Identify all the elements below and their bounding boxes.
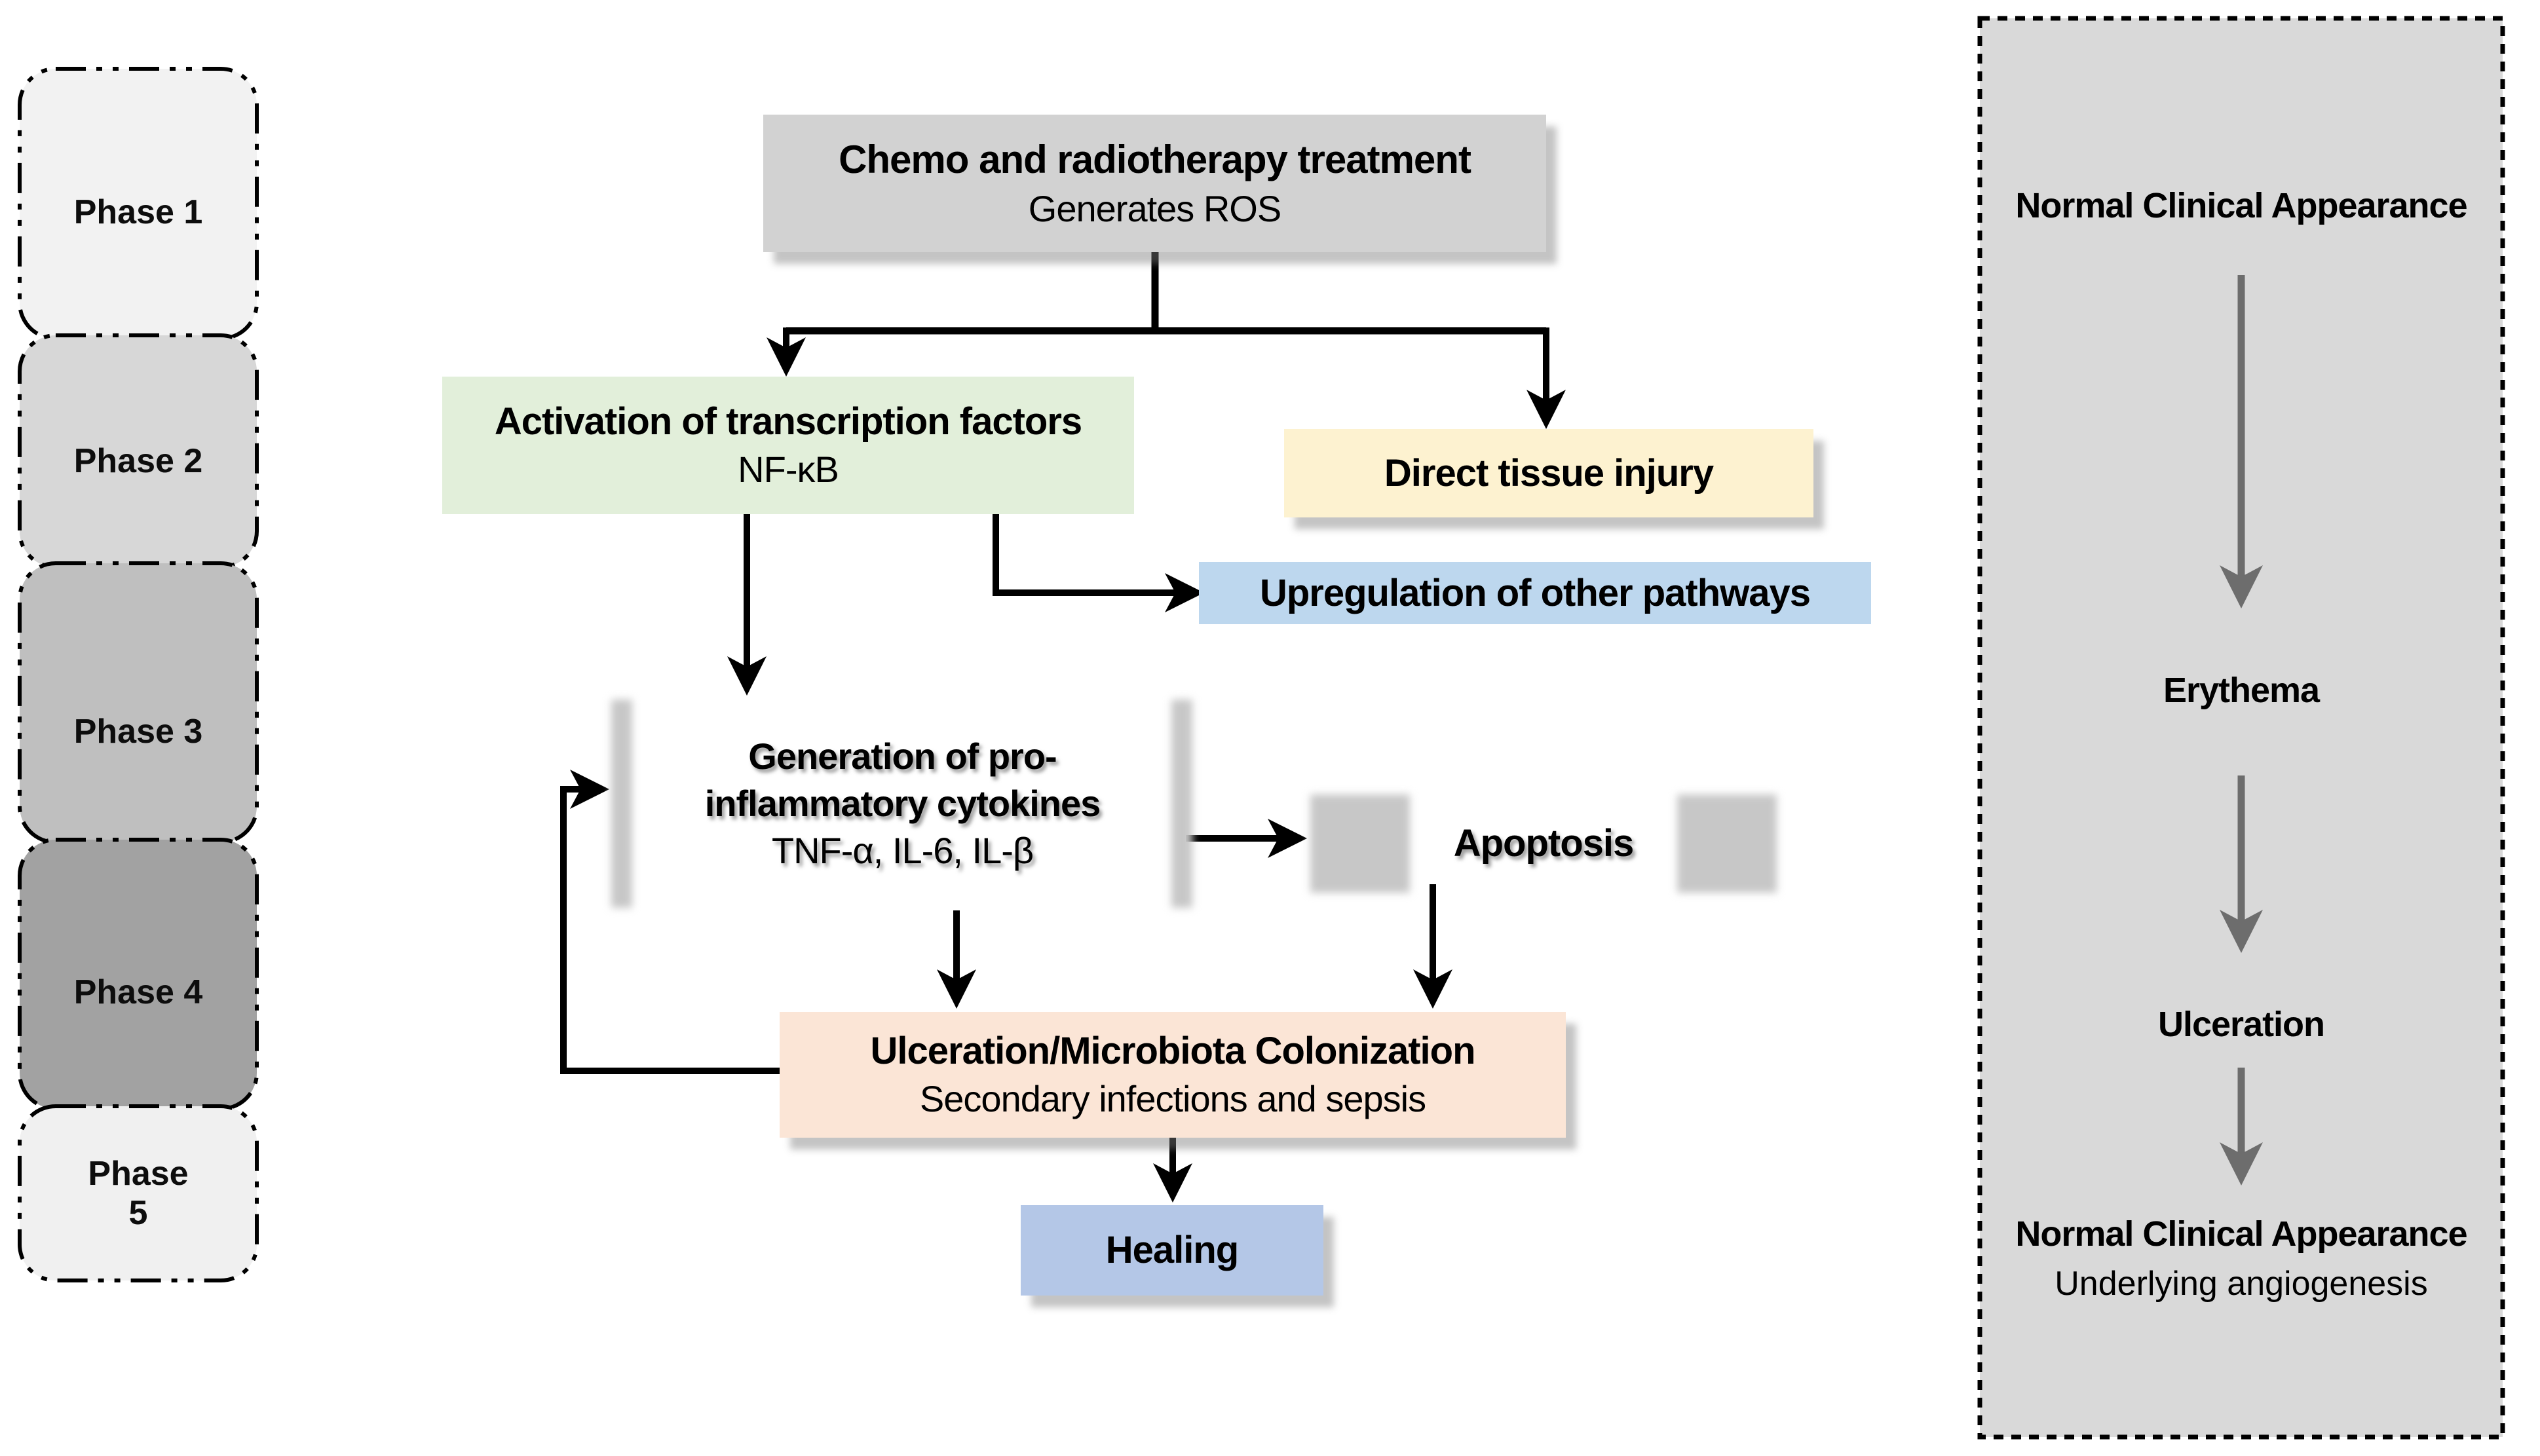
treatment-box: Chemo and radiotherapy treatment Generat… [763, 115, 1546, 252]
activation-subtitle: NF-κB [738, 449, 839, 490]
upregulation-box: Upregulation of other pathways [1199, 562, 1871, 624]
arrow-feedback-ulceration-to-cytokines [560, 770, 781, 1074]
phase-3-label: Phase 3 [73, 713, 203, 751]
clinical-panel-box [1977, 16, 2505, 1440]
clinical-stage-normal-1: Normal Clinical Appearance [2015, 186, 2467, 225]
ulceration-box: Ulceration/Microbiota Colonization Secon… [780, 1012, 1566, 1138]
ulceration-title: Ulceration/Microbiota Colonization [870, 1030, 1475, 1072]
apoptosis-left-square [1310, 794, 1410, 893]
clinical-stage-erythema: Erythema [2163, 671, 2320, 710]
cytokines-left-bar [611, 700, 632, 908]
phase-3-box [18, 561, 259, 844]
treatment-subtitle: Generates ROS [1028, 188, 1281, 229]
phase-2-label: Phase 2 [73, 442, 203, 480]
treatment-title: Chemo and radiotherapy treatment [839, 138, 1471, 181]
phase-5-box [18, 1104, 259, 1282]
upregulation-title: Upregulation of other pathways [1259, 571, 1811, 614]
healing-title: Healing [1105, 1229, 1239, 1271]
ulceration-subtitle: Secondary infections and sepsis [919, 1078, 1426, 1119]
apoptosis-title: Apoptosis [1453, 822, 1635, 865]
cytokines-subtitle: TNF-α, IL-6, IL-β [771, 830, 1034, 871]
phase-5-label: Phase 5 [88, 1155, 189, 1232]
cytokines-block: Generation of pro- inflammatory cytokine… [632, 702, 1173, 905]
cytokines-title-line2: inflammatory cytokines [704, 783, 1101, 824]
clinical-stage-ulceration: Ulceration [2157, 1005, 2325, 1044]
activation-box: Activation of transcription factors NF-κ… [442, 377, 1134, 514]
direct-injury-box: Direct tissue injury [1284, 429, 1813, 517]
healing-box: Healing [1021, 1205, 1323, 1296]
arrow-activation-to-upregulation [993, 514, 1204, 612]
cytokines-title-line1: Generation of pro- [748, 736, 1057, 777]
activation-title: Activation of transcription factors [494, 400, 1082, 443]
phase-4-label: Phase 4 [73, 973, 203, 1011]
phase-1-label: Phase 1 [73, 193, 203, 231]
direct-injury-title: Direct tissue injury [1384, 451, 1714, 495]
clinical-stage-normal-2-subtitle: Underlying angiogenesis [2055, 1265, 2428, 1303]
apoptosis-label-block: Apoptosis [1409, 798, 1678, 889]
clinical-stage-normal-2: Normal Clinical Appearance [2015, 1214, 2467, 1254]
cytokines-right-bar [1171, 700, 1192, 908]
apoptosis-right-square [1677, 794, 1777, 893]
